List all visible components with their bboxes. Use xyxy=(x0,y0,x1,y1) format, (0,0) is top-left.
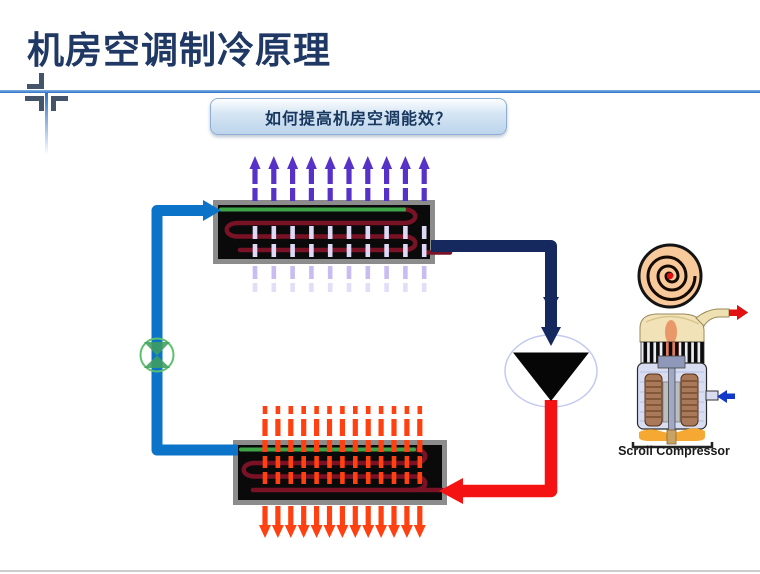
scroll-compressor-caption: Scroll Compressor xyxy=(618,444,730,458)
red-arrowhead-icon xyxy=(439,478,463,504)
condenser-airflow-arrows xyxy=(249,156,430,292)
shell-fins xyxy=(643,342,704,363)
corner-bracket-top xyxy=(27,73,44,89)
callout-button[interactable]: 如何提高机房空调能效？ xyxy=(210,98,507,135)
header-divider-line xyxy=(0,90,760,93)
evaporator-coil-unit xyxy=(233,440,447,505)
corner-bracket-bottom-right xyxy=(51,96,68,111)
discharge-line-pipe xyxy=(431,240,561,346)
blue-arrowhead-icon xyxy=(203,200,221,221)
expansion-valve-icon xyxy=(139,337,175,373)
page-title: 机房空调制冷原理 xyxy=(27,30,331,71)
scroll-compressor-illustration xyxy=(631,243,748,449)
compressor-symbol-triangle-icon xyxy=(513,352,589,401)
crank-shaft xyxy=(668,357,676,431)
discharge-outlet-pipe xyxy=(695,308,730,327)
motor-winding-right xyxy=(680,373,699,427)
evaporator-airflow-arrows xyxy=(259,406,426,538)
suction-inlet-pipe xyxy=(705,390,719,401)
motor-winding-left xyxy=(644,373,663,427)
base-bracket xyxy=(631,442,714,449)
liquid-line-pipe xyxy=(151,200,238,456)
footer-divider xyxy=(0,570,760,572)
header-divider-vertical xyxy=(45,93,48,155)
condenser-coil-unit xyxy=(213,200,453,264)
navy-arrowhead-icon xyxy=(541,327,561,346)
suction-arrow-icon xyxy=(717,390,727,403)
corner-bracket-bottom-left xyxy=(25,96,44,111)
hot-line-pipe xyxy=(439,400,558,504)
